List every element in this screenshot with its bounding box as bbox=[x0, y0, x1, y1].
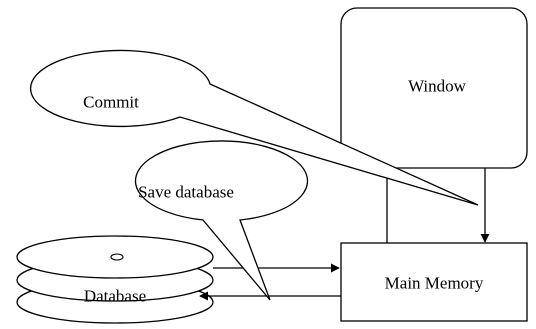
save-database-callout bbox=[134, 140, 309, 301]
main-memory-box bbox=[340, 242, 528, 322]
database-disk-stack bbox=[16, 235, 214, 324]
main-memory-label: Main Memory bbox=[384, 273, 484, 293]
save-database-label: Save database bbox=[138, 182, 234, 202]
commit-callout bbox=[29, 49, 479, 206]
window-label: Window bbox=[408, 76, 466, 96]
commit-label: Commit bbox=[83, 92, 139, 112]
database-label: Database bbox=[83, 286, 147, 306]
window-box bbox=[340, 7, 528, 169]
